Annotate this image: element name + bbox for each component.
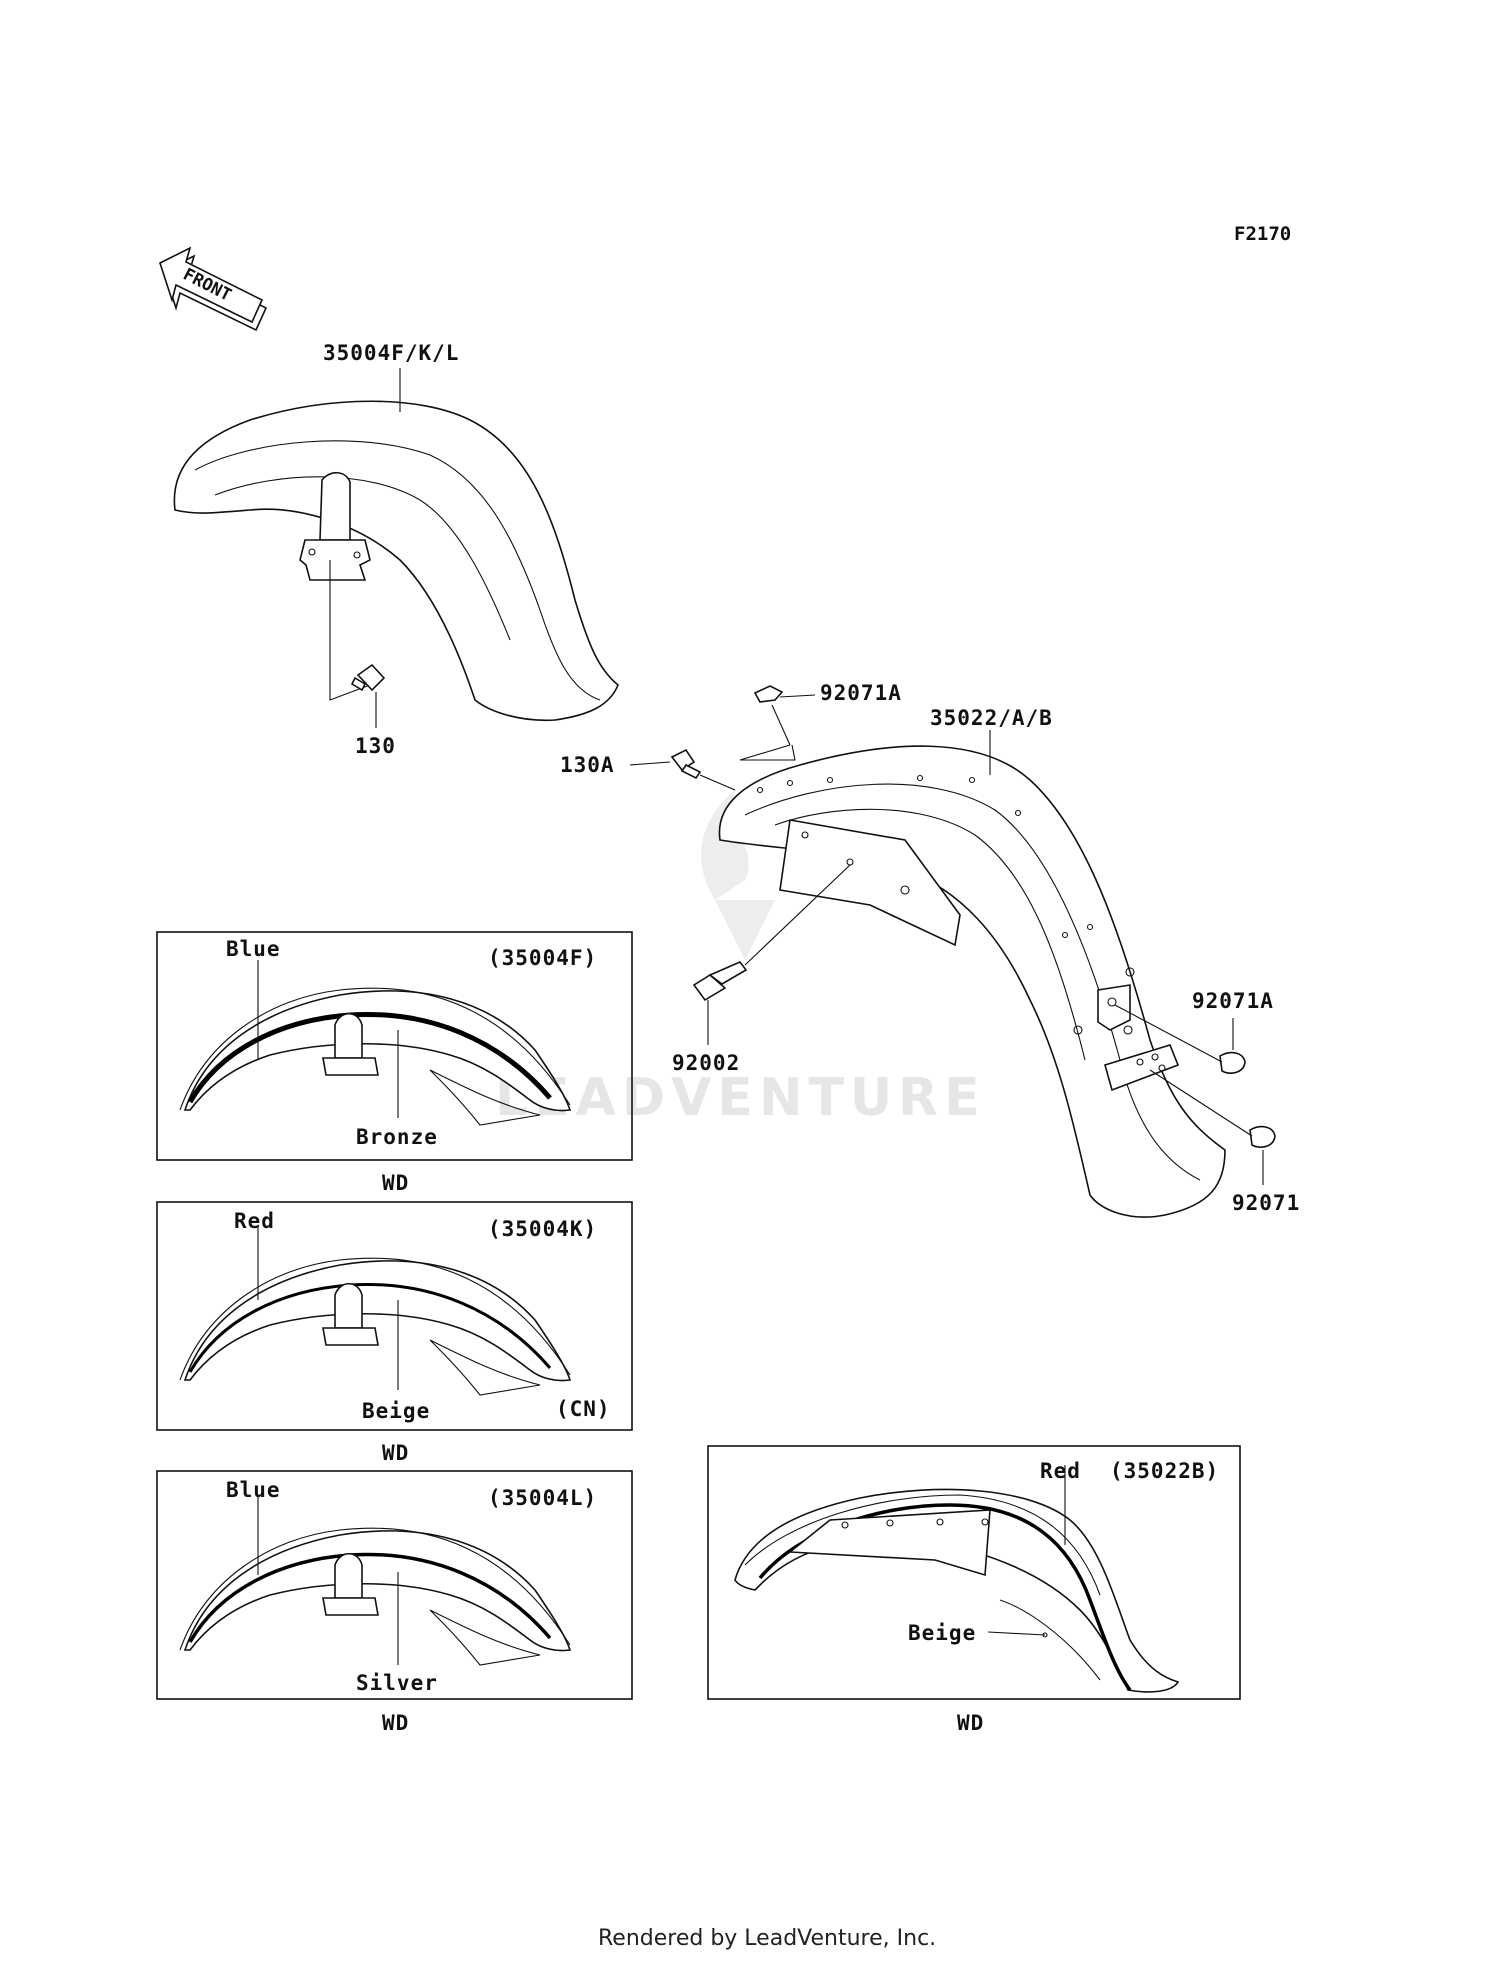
panel-35004K: Red (35004K) Beige (CN) — [156, 1201, 633, 1431]
panel3-stripe-label: Blue — [226, 1478, 281, 1502]
panel4-body-label: Beige — [908, 1621, 976, 1645]
label-130: 130 — [355, 734, 396, 758]
bolt-130A — [670, 748, 702, 780]
leader-130 — [329, 560, 371, 701]
watermark: LEADVENTURE — [495, 790, 986, 1128]
nut-92071A-top — [753, 685, 784, 703]
label-92002: 92002 — [672, 1051, 740, 1075]
panel3-part-label: (35004L) — [488, 1486, 597, 1510]
nut-92071-bottom — [1249, 1125, 1276, 1148]
panel3-caption: WD — [382, 1711, 409, 1735]
front-fender — [173, 400, 619, 722]
panel2-caption: WD — [382, 1441, 409, 1465]
panel1-stripe-label: Blue — [226, 937, 281, 961]
watermark-text: LEADVENTURE — [495, 1068, 986, 1128]
panel2-body-label: Beige — [362, 1399, 430, 1423]
panel-35004F: Blue (35004F) Bronze — [156, 931, 633, 1161]
panel4-caption: WD — [957, 1711, 984, 1735]
panel2-part-label: (35004K) — [488, 1217, 597, 1241]
panel3-body-label: Silver — [356, 1671, 438, 1695]
panel-35022B: Red (35022B) Beige — [707, 1445, 1241, 1700]
panel1-part-label: (35004F) — [488, 946, 597, 970]
panel4-part-label: (35022B) — [1110, 1459, 1219, 1483]
panel2-stripe-label: Red — [234, 1209, 275, 1233]
panel-35004L: Blue (35004L) Silver — [156, 1470, 633, 1700]
panel4-stripe-label: Red — [1040, 1459, 1081, 1483]
label-92071A-side: 92071A — [1192, 989, 1274, 1013]
panel2-extra-label: (CN) — [556, 1397, 611, 1421]
front-arrow-icon: FRONT — [159, 246, 268, 332]
label-92071-bottom: 92071 — [1232, 1191, 1300, 1215]
rear-fender — [718, 745, 1226, 1218]
panel1-caption: WD — [382, 1171, 409, 1195]
bolt-92002 — [692, 961, 748, 1002]
label-35004FKL: 35004F/K/L — [323, 341, 459, 365]
bolt-130 — [350, 663, 386, 692]
diagram-code: F2170 — [1234, 223, 1291, 245]
footer-credit: Rendered by LeadVenture, Inc. — [598, 1926, 936, 1951]
label-35022AB: 35022/A/B — [930, 706, 1053, 730]
label-92071A-top: 92071A — [820, 681, 902, 705]
panel1-body-label: Bronze — [356, 1125, 438, 1149]
label-130A: 130A — [560, 753, 615, 777]
nut-92071A-side — [1219, 1051, 1246, 1074]
